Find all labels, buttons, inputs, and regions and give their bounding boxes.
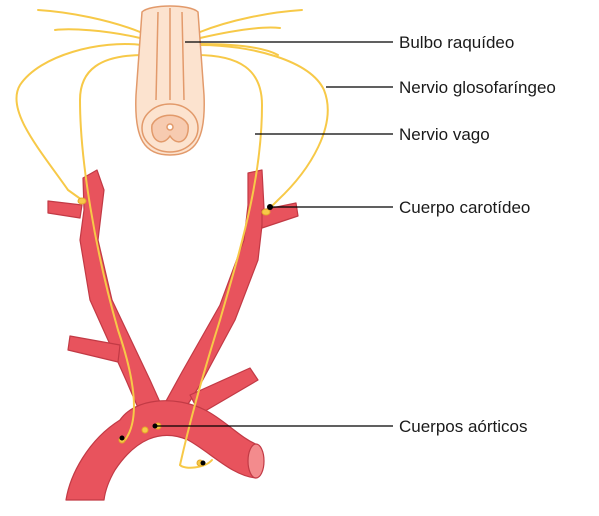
aortic-nerve-loop [180,460,212,468]
medulla-central-canal [167,124,173,130]
label-medulla: Bulbo raquídeo [399,33,514,52]
glossopharyngeal-nerve-right [200,45,328,212]
aortic-arch [66,401,258,500]
left-carotid-artery [80,170,168,424]
arteries [48,170,298,500]
label-carotid-body: Cuerpo carotídeo [399,198,530,217]
carotid-body-left [78,198,86,204]
aorta-cut-end [248,444,264,478]
carotid-body-right [262,209,270,215]
nerve-filament-left-1 [38,10,140,32]
label-glossopharyngeal: Nervio glosofaríngeo [399,78,556,97]
aortic-marker-1 [120,436,125,441]
label-vagus: Nervio vago [399,125,490,144]
glossopharyngeal-nerve-left [16,44,142,200]
nerve-filament-left-2 [55,29,140,38]
left-carotid-branch [48,201,82,218]
aortic-marker-3 [201,461,206,466]
aortic-body-2 [142,427,148,433]
medulla-oblongata [136,6,204,155]
nerve-filament-right-2 [200,27,280,38]
label-aortic-bodies: Cuerpos aórticos [399,417,528,436]
